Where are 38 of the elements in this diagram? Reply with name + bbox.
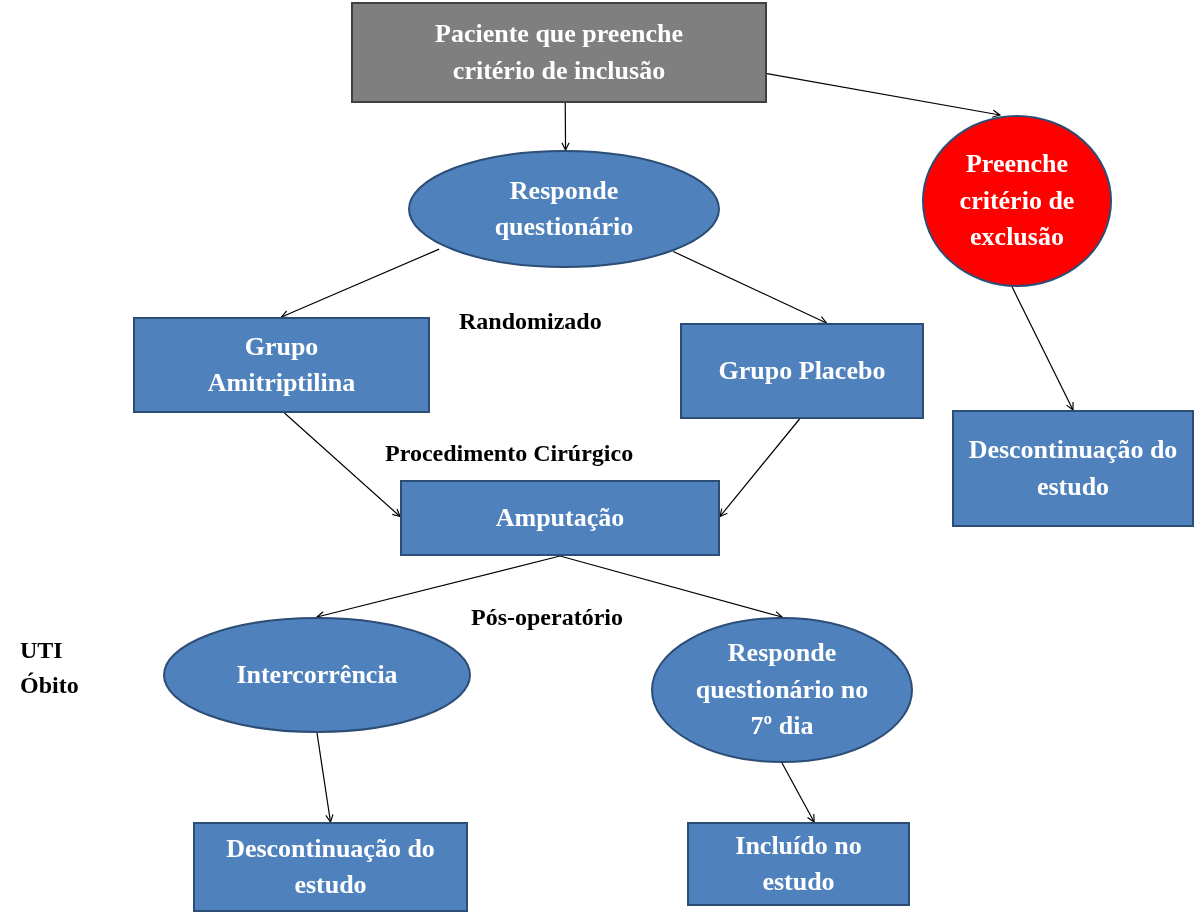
process-box [193, 822, 468, 912]
node-text: Paciente que preenche critério de inclusão [434, 18, 684, 87]
annotation-text: Pós-operatório [471, 604, 623, 631]
arrow [781, 762, 815, 823]
node-text: Responde questionário [493, 174, 635, 243]
arrow [719, 418, 801, 518]
process-box [952, 410, 1194, 527]
annotation-text: Óbito [20, 672, 79, 699]
arrow [672, 250, 827, 324]
oval-node [163, 617, 471, 733]
arrow [559, 555, 783, 620]
arrow [283, 412, 401, 518]
node-text: Grupo Amitriptilina [206, 330, 357, 399]
arrow [316, 732, 334, 823]
process-box [680, 323, 924, 419]
oval-node [922, 115, 1112, 287]
arrow [1010, 284, 1074, 411]
arrow [316, 555, 561, 620]
node-text: Intercorrência [236, 658, 398, 691]
oval-node [651, 617, 913, 763]
node-text: Incluído no estudo [734, 829, 863, 898]
node-text: Grupo Placebo [718, 354, 886, 387]
arrow [280, 248, 440, 319]
oval-node [408, 150, 720, 268]
node-text: Descontinuação do estudo [967, 434, 1179, 503]
node-text: Preenche critério de exclusão [958, 148, 1076, 254]
arrow [766, 73, 1001, 118]
node-text: Responde questionário no 7º dia [694, 637, 870, 743]
process-box [687, 822, 910, 906]
annotation-text: UTI [20, 637, 63, 664]
process-box [400, 480, 720, 556]
annotation-text: Randomizado [459, 308, 602, 335]
process-box [351, 2, 767, 103]
node-text: Descontinuação do estudo [225, 832, 436, 901]
annotation-text: Procedimento Cirúrgico [385, 440, 634, 467]
process-box [133, 317, 430, 413]
node-text: Amputação [495, 501, 625, 534]
arrow [561, 102, 570, 151]
